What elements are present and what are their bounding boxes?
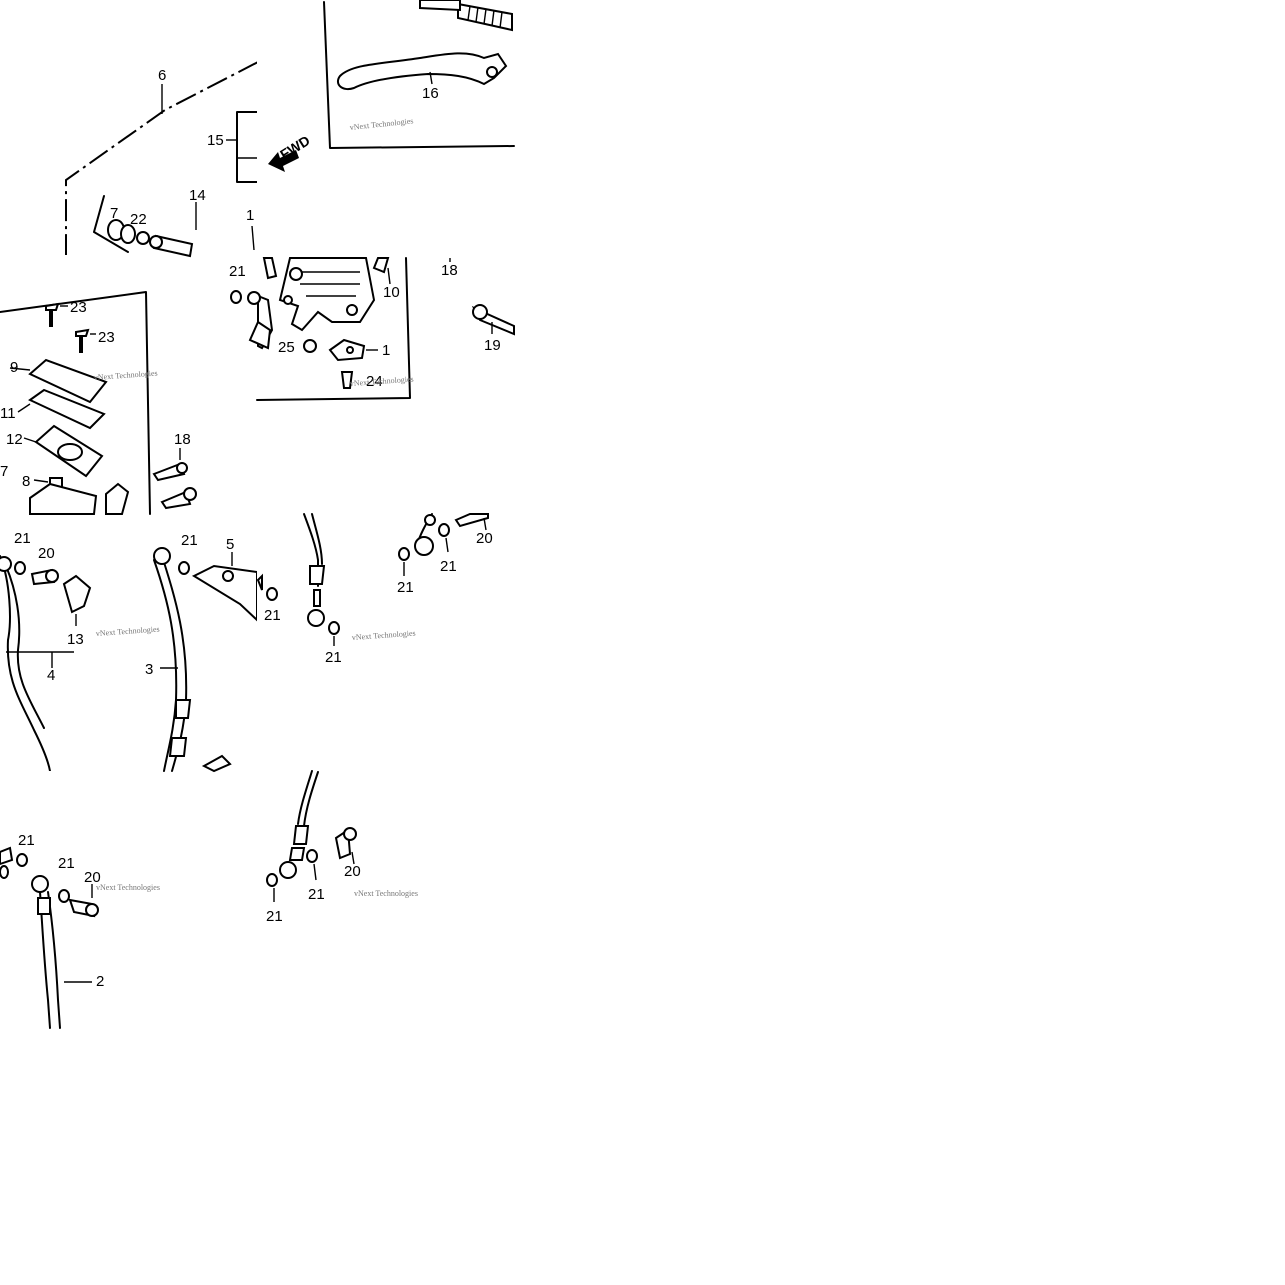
washer-21 bbox=[306, 849, 318, 863]
seal-ring bbox=[120, 224, 136, 244]
tile-brake-hose-lower-left: 21 2 21 20 vNext Technologies bbox=[0, 771, 160, 1029]
callout-21-f3: 21 bbox=[440, 558, 457, 575]
callout-12: 12 bbox=[6, 431, 23, 448]
callout-8: 8 bbox=[22, 473, 30, 490]
callout-21-h2: 21 bbox=[308, 886, 325, 903]
washer-21 bbox=[58, 889, 70, 903]
callout-11: 11 bbox=[0, 405, 16, 422]
callout-25: 25 bbox=[278, 339, 295, 356]
watermark: vNext Technologies bbox=[96, 883, 160, 892]
washer-21 bbox=[266, 587, 278, 601]
callout-5: 5 bbox=[226, 536, 234, 553]
callout-21-g2: 21 bbox=[58, 855, 75, 872]
callout-21-top: 21 bbox=[229, 263, 246, 280]
callout-21-h1: 21 bbox=[266, 908, 283, 925]
callout-22: 22 bbox=[130, 211, 147, 228]
callout-21-g1: 21 bbox=[18, 832, 35, 849]
callout-20-e: 20 bbox=[38, 545, 55, 562]
callout-24: 24 bbox=[366, 373, 383, 390]
callout-23-a: 23 bbox=[70, 299, 87, 316]
tile-master-cylinder-box: 6 15 14 7 22 1 bbox=[65, 61, 276, 258]
washer-21 bbox=[266, 873, 278, 887]
callout-20-f: 20 bbox=[476, 530, 493, 547]
watermark: vNext Technologies bbox=[352, 629, 416, 642]
fwd-arrow-icon-main bbox=[268, 150, 299, 172]
callout-4: 4 bbox=[47, 667, 55, 684]
tile-brake-hose-lower-right: 21 21 20 vNext Technologies bbox=[257, 770, 418, 925]
callout-1: 1 bbox=[382, 342, 390, 359]
callout-21-f1: 21 bbox=[325, 649, 342, 666]
callout-3: 3 bbox=[145, 661, 153, 678]
washer-21 bbox=[230, 290, 242, 304]
watermark: vNext Technologies bbox=[350, 375, 414, 388]
callout-18-b: 18 bbox=[174, 431, 191, 448]
callout-18-a: 18 bbox=[441, 262, 458, 279]
tile-reservoir: 23 23 9 11 12 7 8 18 vNext Technologies bbox=[0, 291, 197, 515]
callout-20-g: 20 bbox=[84, 869, 101, 886]
tile-brake-hoses-upper-right: 21 21 21 21 20 vNext Technologies bbox=[256, 513, 514, 669]
callout-10: 10 bbox=[383, 284, 400, 301]
callout-21-f0: 21 bbox=[264, 607, 281, 624]
callout-13: 13 bbox=[67, 631, 84, 648]
callout-23-b: 23 bbox=[98, 329, 115, 346]
callout-19: 19 bbox=[484, 337, 501, 354]
tile-brake-hoses-upper-left: 21 20 13 4 3 21 5 vNext Technologies bbox=[0, 530, 258, 773]
watermark: vNext Technologies bbox=[94, 369, 158, 382]
washer-21 bbox=[438, 523, 450, 537]
washer-21 bbox=[178, 561, 190, 575]
callout-21-e1: 21 bbox=[14, 530, 31, 547]
hose-joint-13[interactable] bbox=[62, 574, 92, 614]
washer-21 bbox=[398, 547, 410, 561]
washer-21 bbox=[14, 561, 26, 575]
callout-20-h: 20 bbox=[344, 863, 361, 880]
banjo-bolt-20 bbox=[454, 513, 489, 528]
reservoir-cap-screws bbox=[45, 302, 96, 353]
callout-16: 16 bbox=[422, 85, 439, 102]
circlip bbox=[136, 231, 150, 245]
set-plate bbox=[28, 388, 106, 430]
tile-master-cylinder-body: 21 10 18 19 25 1 24 vNext Technologies bbox=[229, 257, 515, 407]
callout-14: 14 bbox=[189, 187, 206, 204]
brake-lever[interactable] bbox=[336, 52, 508, 90]
reservoir-cap bbox=[28, 358, 108, 404]
callout-1-top: 1 bbox=[246, 207, 254, 224]
nut-25 bbox=[303, 339, 317, 353]
callout-21-f2: 21 bbox=[397, 579, 414, 596]
callout-2: 2 bbox=[96, 973, 104, 990]
callout-15: 15 bbox=[207, 132, 224, 149]
watermark: vNext Technologies bbox=[354, 889, 418, 898]
callout-9: 9 bbox=[10, 359, 18, 376]
callout-7-left: 7 bbox=[0, 463, 8, 480]
reservoir-body bbox=[29, 482, 98, 515]
callout-21-e2: 21 bbox=[181, 532, 198, 549]
watermark: vNext Technologies bbox=[96, 625, 160, 638]
tile-brake-lever: FWD 16 vNext Technologies bbox=[257, 0, 515, 186]
washer-21 bbox=[16, 853, 28, 867]
washer-21 bbox=[328, 621, 340, 635]
callout-6: 6 bbox=[158, 67, 166, 84]
callout-7-top: 7 bbox=[110, 205, 118, 222]
